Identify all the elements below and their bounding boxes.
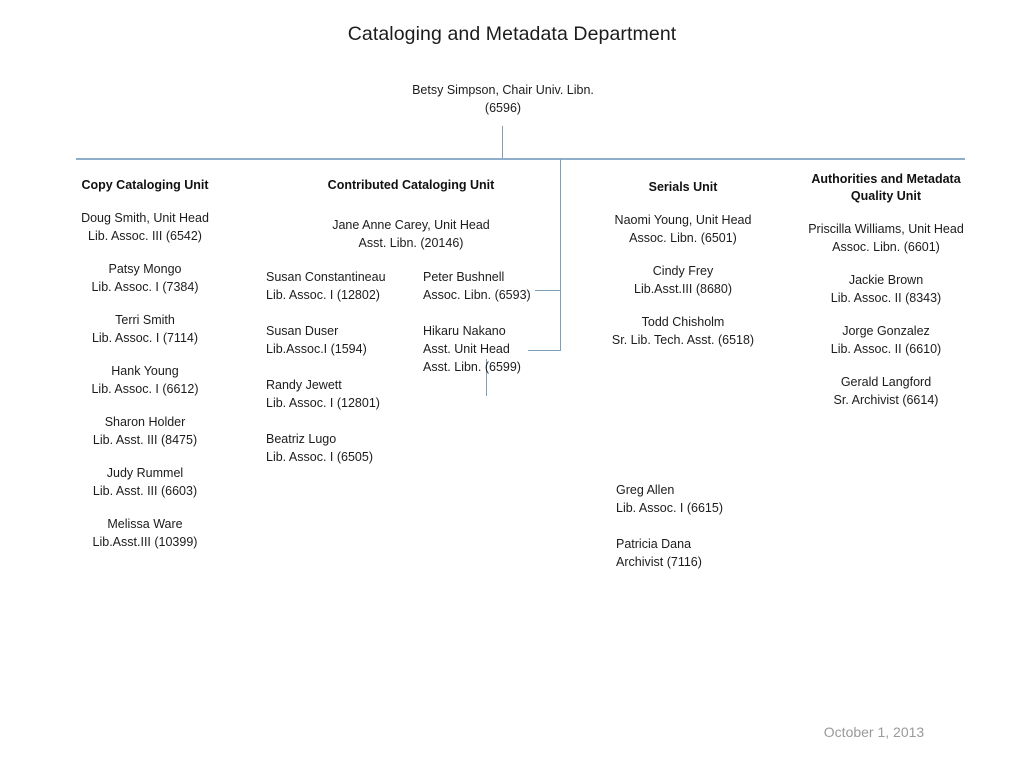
person-name: Melissa Ware	[107, 517, 183, 531]
person-beatriz-lugo: Beatriz Lugo Lib. Assoc. I (6505)	[266, 430, 416, 466]
person-cindy-frey: Cindy Frey Lib.Asst.III (8680)	[592, 262, 774, 298]
connector-drop-greg-allen	[486, 359, 487, 396]
person-role: Assoc. Libn. (6593)	[423, 288, 531, 302]
connector-branch-peter-bushnell	[535, 290, 561, 291]
page-title: Cataloging and Metadata Department	[347, 23, 677, 45]
person-name: Jackie Brown	[848, 273, 924, 287]
person-role: Lib. Assoc. III (6542)	[88, 229, 202, 243]
person-role: Lib. Asst. III (8475)	[92, 433, 198, 447]
unit-heading-copy-cataloging: Copy Cataloging Unit	[81, 178, 209, 192]
person-name: Beatriz Lugo	[266, 432, 337, 446]
person-unit-head-copy-cataloging: Doug Smith, Unit Head Lib. Assoc. III (6…	[62, 209, 228, 245]
footer-date: October 1, 2013	[823, 724, 925, 740]
person-patricia-dana: Patricia Dana Archivist (7116)	[616, 535, 766, 571]
person-name: Priscilla Williams, Unit Head	[808, 222, 964, 236]
connector-chair-stem	[502, 126, 503, 159]
chair-role: Univ. Libn. (6596)	[484, 83, 594, 115]
connector-horizontal-bus	[76, 158, 965, 160]
person-susan-constantineau: Susan Constantineau Lib. Assoc. I (12802…	[266, 268, 416, 304]
person-role-secondary: Asst. Unit Head	[423, 342, 510, 356]
person-name: Randy Jewett	[266, 378, 342, 392]
person-name: Hikaru Nakano	[423, 324, 506, 338]
person-name: Gerald Langford	[840, 375, 932, 389]
person-role: Lib. Asst. III (6603)	[92, 484, 198, 498]
unit-column-contributed-cataloging: Contributed Cataloging Unit Jane Anne Ca…	[258, 177, 723, 569]
person-patsy-mongo: Patsy Mongo Lib. Assoc. I (7384)	[62, 260, 228, 296]
chair-node: Betsy Simpson, Chair Univ. Libn. (6596)	[403, 81, 603, 117]
person-role: Sr. Lib. Tech. Asst. (6518)	[611, 333, 755, 347]
unit-heading-authorities-metadata-quality: Authorities and Metadata Quality Unit	[811, 172, 961, 203]
person-terri-smith: Terri Smith Lib. Assoc. I (7114)	[62, 311, 228, 347]
person-unit-head-contributed-cataloging: Jane Anne Carey, Unit Head Asst. Libn. (…	[258, 216, 564, 252]
unit-column-copy-cataloging: Copy Cataloging Unit Doug Smith, Unit He…	[62, 177, 228, 551]
person-melissa-ware: Melissa Ware Lib.Asst.III (10399)	[62, 515, 228, 551]
person-gerald-langford: Gerald Langford Sr. Archivist (6614)	[790, 373, 982, 409]
person-name: Cindy Frey	[652, 264, 714, 278]
person-name: Susan Duser	[266, 324, 339, 338]
person-role: Lib. Assoc. II (8343)	[830, 291, 942, 305]
contributed-staff-right-column: Peter Bushnell Assoc. Libn. (6593) Hikar…	[423, 268, 723, 569]
person-role: Asst. Libn. (20146)	[358, 236, 464, 250]
person-role: Lib.Asst.III (10399)	[92, 535, 198, 549]
person-sharon-holder: Sharon Holder Lib. Asst. III (8475)	[62, 413, 228, 449]
person-susan-duser: Susan Duser Lib.Assoc.I (1594)	[266, 322, 416, 358]
person-name: Naomi Young, Unit Head	[614, 213, 752, 227]
person-hank-young: Hank Young Lib. Assoc. I (6612)	[62, 362, 228, 398]
person-name: Susan Constantineau	[266, 270, 386, 284]
person-role: Lib. Assoc. II (6610)	[830, 342, 942, 356]
unit-heading-serials: Serials Unit	[648, 180, 718, 194]
person-role: Lib. Assoc. I (6505)	[266, 450, 374, 464]
person-unit-head-serials: Naomi Young, Unit Head Assoc. Libn. (650…	[592, 211, 774, 247]
person-role: Asst. Libn. (6599)	[423, 360, 521, 374]
person-role: Sr. Archivist (6614)	[833, 393, 939, 407]
unit-column-serials: Serials Unit Naomi Young, Unit Head Asso…	[592, 179, 774, 349]
person-name: Hank Young	[111, 364, 179, 378]
person-role: Lib. Assoc. I (12801)	[266, 396, 380, 410]
person-name: Jorge Gonzalez	[842, 324, 930, 338]
person-role: Assoc. Libn. (6601)	[832, 240, 940, 254]
person-name: Todd Chisholm	[641, 315, 725, 329]
person-role: Lib.Asst.III (8680)	[634, 282, 732, 296]
person-randy-jewett: Randy Jewett Lib. Assoc. I (12801)	[266, 376, 416, 412]
person-name: Jane Anne Carey, Unit Head	[332, 218, 490, 232]
person-name: Judy Rummel	[106, 466, 184, 480]
unit-heading-contributed-cataloging: Contributed Cataloging Unit	[327, 178, 495, 192]
person-role: Lib. Assoc. I (6615)	[616, 501, 724, 515]
chair-name: Betsy Simpson, Chair	[412, 83, 533, 97]
person-role: Lib. Assoc. I (7384)	[91, 280, 199, 294]
contributed-staff-indented-group: Greg Allen Lib. Assoc. I (6615) Patricia…	[616, 481, 766, 571]
person-name: Terri Smith	[115, 313, 175, 327]
person-jackie-brown: Jackie Brown Lib. Assoc. II (8343)	[790, 271, 982, 307]
unit-column-authorities-metadata-quality: Authorities and Metadata Quality Unit Pr…	[790, 171, 982, 409]
person-todd-chisholm: Todd Chisholm Sr. Lib. Tech. Asst. (6518…	[592, 313, 774, 349]
person-role: Assoc. Libn. (6501)	[629, 231, 737, 245]
person-name: Patricia Dana	[616, 537, 692, 551]
person-name: Doug Smith, Unit Head	[81, 211, 209, 225]
person-role: Lib. Assoc. I (12802)	[266, 288, 380, 302]
contributed-staff-left-column: Susan Constantineau Lib. Assoc. I (12802…	[266, 268, 416, 466]
person-hikaru-nakano: Hikaru Nakano Asst. Unit Head Asst. Libn…	[423, 322, 568, 376]
connector-vertical-drop-contributed	[560, 159, 561, 351]
person-judy-rummel: Judy Rummel Lib. Asst. III (6603)	[62, 464, 228, 500]
connector-branch-hikaru-nakano	[528, 350, 561, 351]
person-peter-bushnell: Peter Bushnell Assoc. Libn. (6593)	[423, 268, 568, 304]
person-role: Lib.Assoc.I (1594)	[266, 342, 367, 356]
person-role: Lib. Assoc. I (6612)	[91, 382, 199, 396]
person-name: Patsy Mongo	[108, 262, 182, 276]
person-role: Lib. Assoc. I (7114)	[91, 331, 199, 345]
person-unit-head-authorities: Priscilla Williams, Unit Head Assoc. Lib…	[790, 220, 982, 256]
person-name: Peter Bushnell	[423, 270, 505, 284]
person-greg-allen: Greg Allen Lib. Assoc. I (6615)	[616, 481, 766, 517]
person-jorge-gonzalez: Jorge Gonzalez Lib. Assoc. II (6610)	[790, 322, 982, 358]
person-name: Sharon Holder	[104, 415, 186, 429]
person-name: Greg Allen	[616, 483, 675, 497]
person-role: Archivist (7116)	[616, 555, 702, 569]
